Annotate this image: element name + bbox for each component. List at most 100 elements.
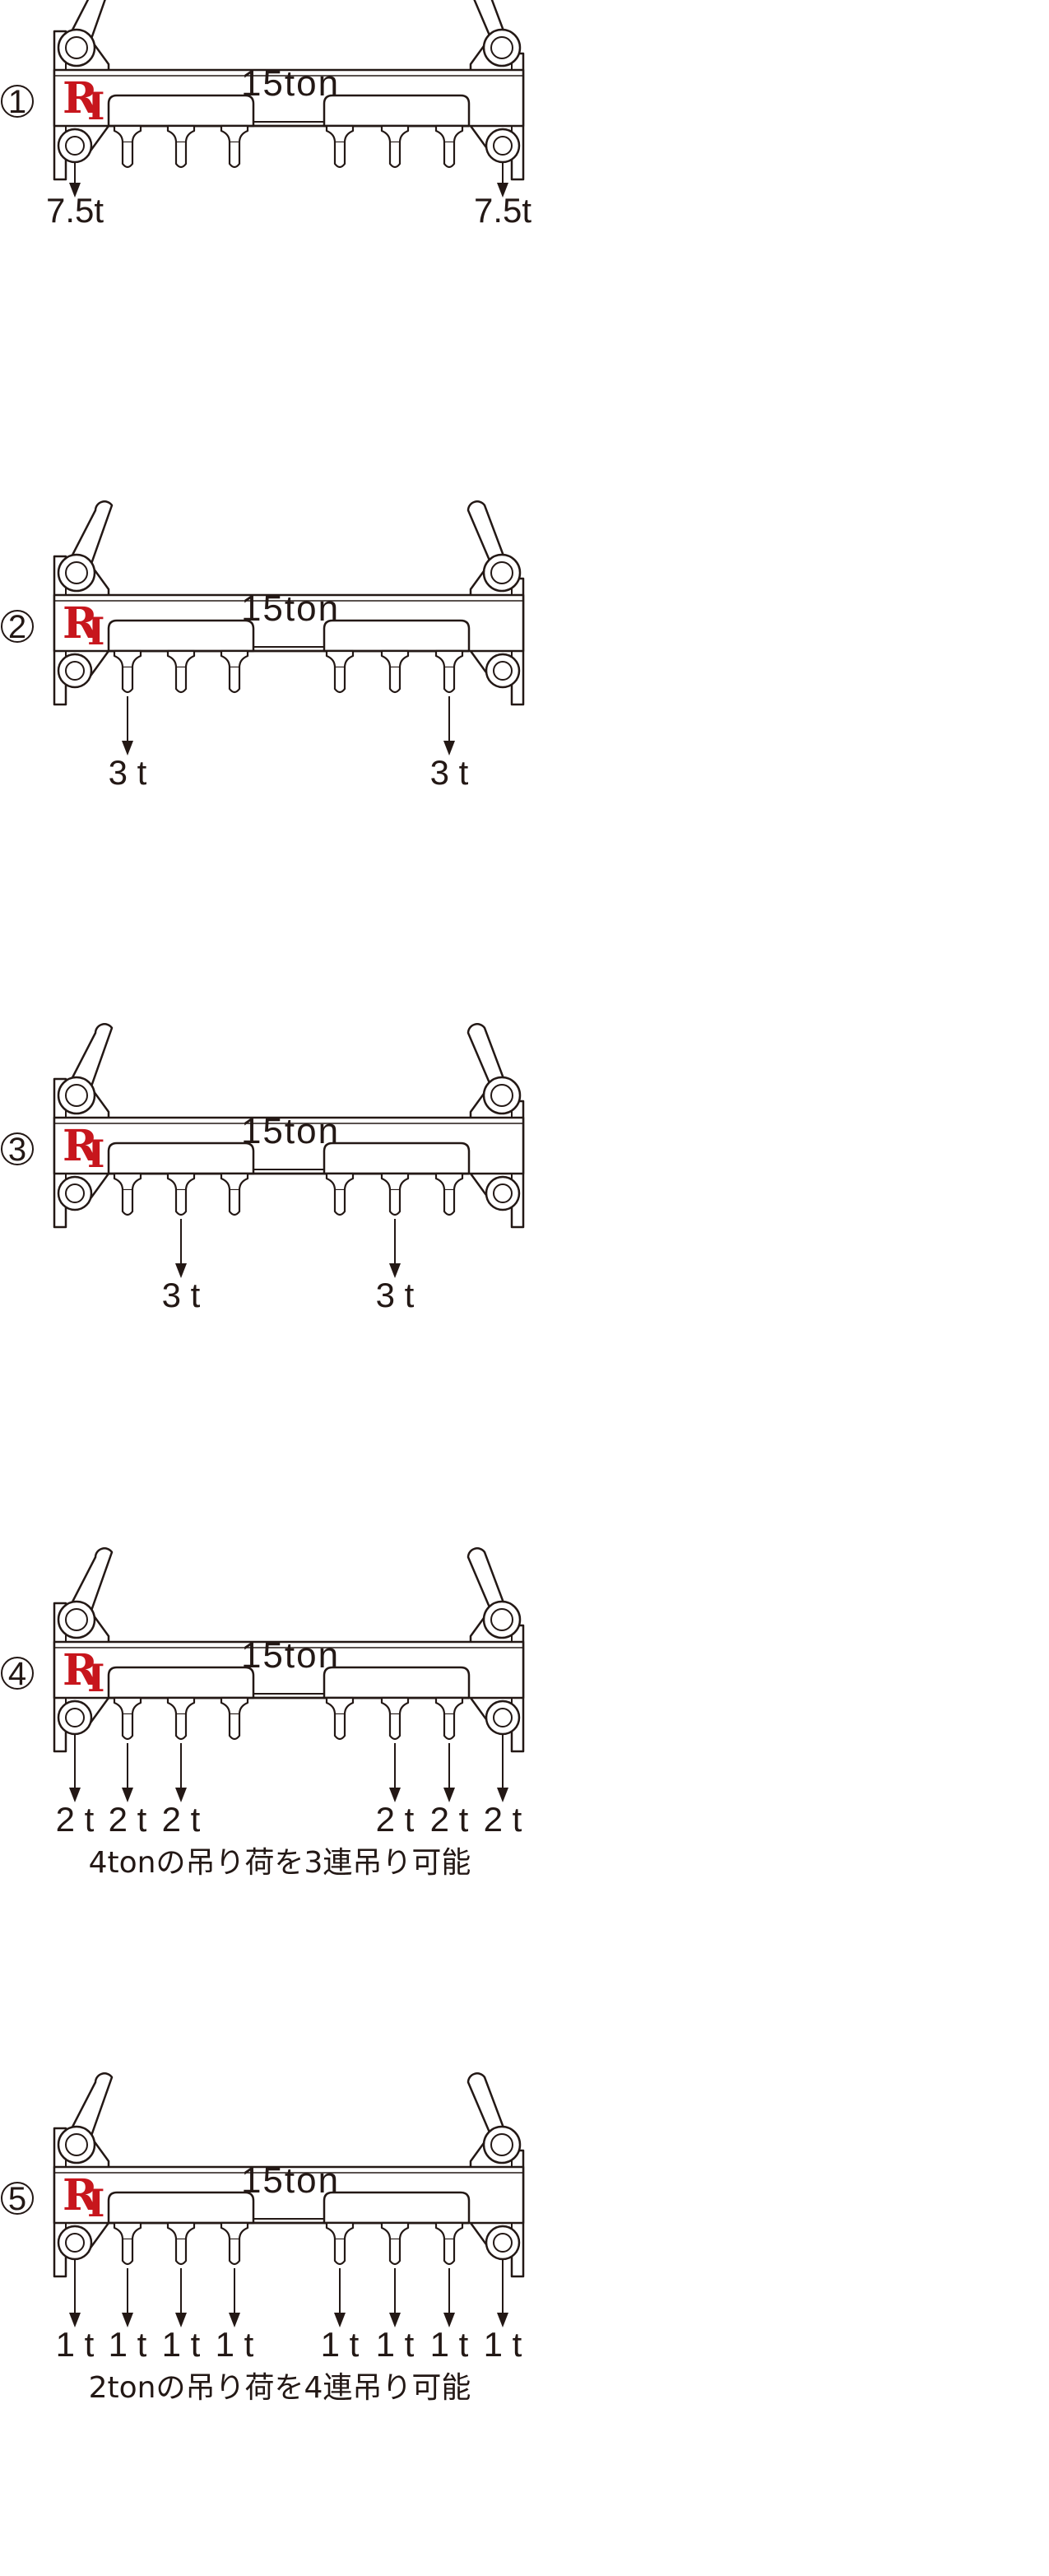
logo-letter-i: I bbox=[87, 1656, 105, 1700]
logo-letter-r: R bbox=[63, 598, 99, 649]
hook-4-head bbox=[325, 1696, 355, 1716]
hook-1 bbox=[113, 1696, 142, 1741]
hook-5 bbox=[380, 1696, 410, 1741]
load-arrow-hook-1 bbox=[122, 2268, 133, 2327]
hook-5-head bbox=[380, 1696, 410, 1716]
hook-1-shank bbox=[121, 2239, 134, 2266]
hook-4-shank bbox=[333, 667, 346, 694]
hook-5 bbox=[380, 2221, 410, 2266]
load-arrow-hook-1-head bbox=[122, 1788, 133, 1802]
left-clamp-handle bbox=[57, 2072, 114, 2164]
hook-4 bbox=[325, 1172, 355, 1216]
left-clamp-pin-inner bbox=[65, 1708, 85, 1727]
hook-1 bbox=[113, 649, 142, 694]
hook-1-shank bbox=[121, 667, 134, 694]
hook-3-head bbox=[220, 2221, 249, 2241]
hook-6-head bbox=[434, 2221, 464, 2241]
left-clamp-handle-pivot-inner bbox=[65, 36, 88, 59]
hook-6 bbox=[434, 2221, 464, 2266]
hook-2-shank bbox=[174, 1190, 188, 1216]
right-hook-housing bbox=[323, 1666, 471, 1700]
left-clamp-handle bbox=[57, 500, 114, 593]
load-label-hook-4: 1 t bbox=[321, 2325, 360, 2364]
hook-2-shank bbox=[174, 142, 188, 169]
panel-number-circle bbox=[1, 610, 34, 643]
hook-5 bbox=[380, 124, 410, 169]
right-clamp-handle bbox=[473, 0, 522, 67]
load-label-hook-1: 1 t bbox=[109, 2325, 147, 2364]
left-clamp-handle-pivot-inner bbox=[65, 1608, 88, 1631]
load-arrow-left-clamp bbox=[69, 2259, 81, 2327]
beam-title: 15ton bbox=[241, 63, 340, 104]
load-arrow-hook-6-head bbox=[443, 741, 455, 756]
load-arrow-hook-6-head bbox=[443, 1788, 455, 1802]
hook-2-head bbox=[166, 124, 196, 144]
left-clamp-handle-pivot-inner bbox=[65, 1084, 88, 1107]
hook-4 bbox=[325, 649, 355, 694]
hook-6 bbox=[434, 1172, 464, 1216]
hook-2-head bbox=[166, 1696, 196, 1716]
hook-1-head bbox=[113, 1696, 142, 1716]
hook-6-head bbox=[434, 1172, 464, 1192]
load-label-hook-1: 3 t bbox=[109, 753, 147, 792]
hook-2 bbox=[166, 1172, 196, 1216]
right-clamp-pin-inner bbox=[493, 136, 513, 156]
right-clamp-pin-inner bbox=[493, 2233, 513, 2253]
load-arrow-hook-2 bbox=[175, 1219, 187, 1278]
hook-4-shank bbox=[333, 142, 346, 169]
load-arrow-right-clamp bbox=[497, 162, 508, 198]
right-clamp-pin-inner bbox=[493, 1708, 513, 1727]
hook-6-shank bbox=[443, 142, 456, 169]
load-label-hook-5: 1 t bbox=[376, 2325, 415, 2364]
hook-6-head bbox=[434, 649, 464, 669]
hook-1 bbox=[113, 124, 142, 169]
load-arrow-hook-1-head bbox=[122, 2313, 133, 2327]
hook-3-shank bbox=[228, 667, 241, 694]
load-arrow-hook-2 bbox=[175, 1743, 187, 1802]
load-label-right-clamp: 7.5t bbox=[474, 191, 531, 230]
hook-1-shank bbox=[121, 1190, 134, 1216]
load-arrow-left-clamp-head bbox=[69, 2313, 81, 2327]
left-clamp-handle bbox=[57, 1547, 114, 1639]
load-arrow-hook-2-head bbox=[175, 1788, 187, 1802]
right-clamp-handle-pivot-inner bbox=[490, 561, 513, 584]
left-clamp-handle bbox=[57, 1023, 114, 1115]
hook-6-head bbox=[434, 124, 464, 144]
hook-2 bbox=[166, 2221, 196, 2266]
beam-title: 15ton bbox=[241, 1111, 340, 1151]
left-clamp-pin-inner bbox=[65, 136, 85, 156]
load-arrow-hook-6 bbox=[443, 696, 455, 756]
load-label-left-clamp: 2 t bbox=[56, 1800, 95, 1839]
hook-3 bbox=[220, 2221, 249, 2266]
hook-4 bbox=[325, 124, 355, 169]
load-label-hook-6: 2 t bbox=[430, 1800, 469, 1839]
load-arrow-hook-5 bbox=[389, 1743, 401, 1802]
load-arrow-hook-4 bbox=[334, 2268, 346, 2327]
right-hook-housing bbox=[323, 619, 471, 653]
panel-number: 1 bbox=[8, 84, 26, 120]
hook-5 bbox=[380, 649, 410, 694]
hook-1-shank bbox=[121, 142, 134, 169]
load-arrow-hook-5 bbox=[389, 1219, 401, 1278]
hook-3-head bbox=[220, 124, 249, 144]
hook-2-shank bbox=[174, 1714, 188, 1741]
load-arrow-hook-1 bbox=[122, 1743, 133, 1802]
panel-number-circle bbox=[1, 1132, 34, 1165]
load-arrow-hook-3 bbox=[229, 2268, 240, 2327]
beam-title: 15ton bbox=[241, 2160, 340, 2201]
right-clamp-handle bbox=[466, 1547, 522, 1639]
beam-title: 15ton bbox=[241, 1635, 340, 1676]
right-clamp-handle-pivot-inner bbox=[490, 1084, 513, 1107]
right-clamp-pin-inner bbox=[493, 661, 513, 681]
load-arrow-hook-6 bbox=[443, 2268, 455, 2327]
load-arrow-hook-1 bbox=[122, 696, 133, 756]
hook-4 bbox=[325, 1696, 355, 1741]
hook-2-shank bbox=[174, 667, 188, 694]
hook-3-head bbox=[220, 649, 249, 669]
panel-number: 3 bbox=[8, 1132, 26, 1168]
load-arrow-left-clamp-head bbox=[69, 183, 81, 198]
hook-5-shank bbox=[388, 667, 401, 694]
